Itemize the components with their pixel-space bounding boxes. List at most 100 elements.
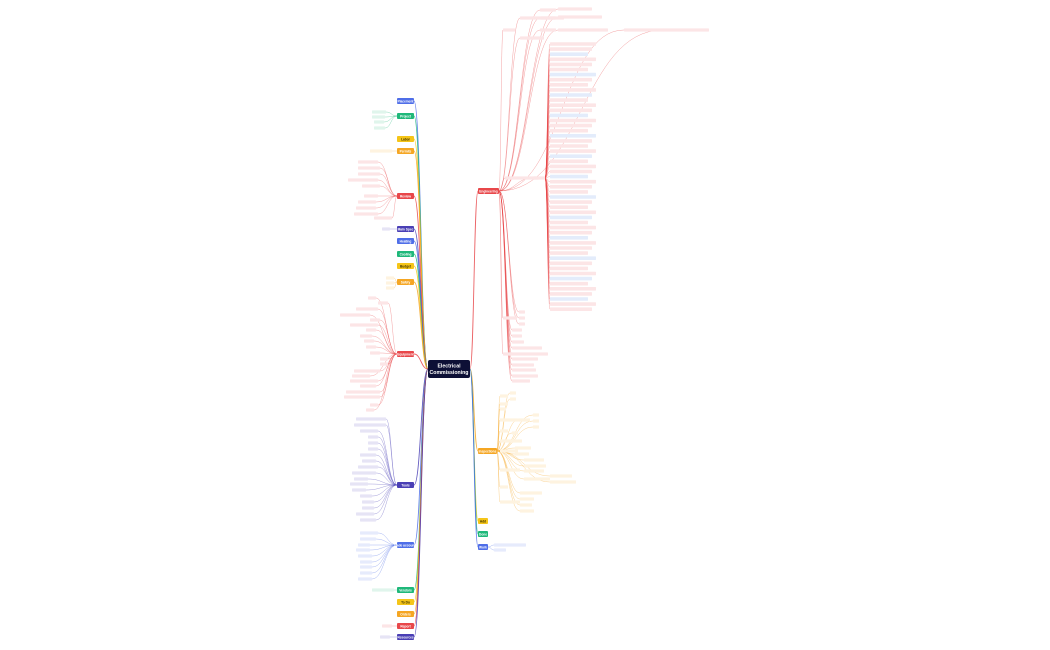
leaf-inspections-11[interactable] — [512, 431, 518, 435]
leaf-tools-15[interactable] — [362, 506, 374, 510]
engineering-item-51[interactable] — [550, 302, 596, 306]
leaf-equipment-13[interactable] — [354, 369, 380, 373]
branch-work[interactable]: Work — [478, 544, 488, 550]
leaf-engineering-23[interactable] — [512, 357, 538, 361]
leaf-inspections-5[interactable] — [500, 418, 518, 422]
leaf-safety-1[interactable] — [386, 281, 394, 285]
leaf-inspections-4[interactable] — [500, 407, 506, 411]
leaf-equipment-5[interactable] — [350, 323, 378, 327]
engineering-item-11[interactable] — [550, 98, 588, 102]
leaf-tools-2[interactable] — [360, 429, 378, 433]
branch-equipment[interactable]: Equipment — [397, 351, 415, 357]
branch-permits[interactable]: Permits — [397, 148, 414, 154]
branch-budget[interactable]: Budget — [397, 263, 414, 269]
leaf-engineering-20[interactable] — [512, 340, 524, 344]
leaf-equipment-2[interactable] — [356, 307, 378, 311]
leaf-vendors-0[interactable] — [372, 588, 394, 592]
leaf-engineering-9[interactable] — [663, 28, 709, 32]
engineering-item-17[interactable] — [550, 128, 588, 133]
branch-tools[interactable]: Tools — [397, 482, 414, 488]
leaf-inspections-9[interactable] — [533, 425, 539, 429]
engineering-item-18[interactable] — [550, 134, 596, 138]
leaf-equipment-1[interactable] — [378, 301, 388, 305]
leaf-equipment-14[interactable] — [352, 374, 370, 378]
engineering-item-48[interactable] — [550, 287, 596, 291]
engineering-item-7[interactable] — [550, 77, 592, 82]
leaf-equipment-12[interactable] — [380, 362, 388, 366]
leaf-permits-0[interactable] — [370, 149, 392, 153]
engineering-item-22[interactable] — [550, 154, 592, 158]
engineering-item-41[interactable] — [550, 251, 588, 255]
engineering-item-5[interactable] — [550, 67, 588, 72]
leaf-inspections-26[interactable] — [520, 497, 534, 501]
leaf-engineering-15[interactable] — [519, 316, 525, 320]
leaf-inspections-7[interactable] — [533, 413, 539, 417]
leaf-review-6[interactable] — [358, 200, 376, 204]
branch-labor[interactable]: Labor — [397, 136, 414, 142]
leaf-inspections-19[interactable] — [524, 469, 544, 473]
engineering-item-52[interactable] — [550, 307, 592, 311]
leaf-equipment-11[interactable] — [380, 357, 388, 361]
leaf-tools-14[interactable] — [362, 500, 374, 504]
leaf-inspections-22[interactable] — [550, 480, 576, 484]
leaf-tools-1[interactable] — [354, 423, 386, 427]
branch-heating[interactable]: Heating — [397, 238, 414, 244]
leaf-engineering-19[interactable] — [512, 334, 522, 338]
leaf-trade-accounts-5[interactable] — [360, 560, 372, 564]
engineering-item-36[interactable] — [550, 225, 596, 230]
leaf-report-0[interactable] — [382, 624, 392, 628]
engineering-item-27[interactable] — [550, 179, 596, 184]
leaf-inspections-2[interactable] — [510, 397, 516, 401]
leaf-inspections-15[interactable] — [515, 452, 529, 456]
engineering-item-44[interactable] — [550, 266, 588, 271]
leaf-trade-accounts-4[interactable] — [358, 554, 372, 558]
leaf-main-spec-0[interactable] — [382, 227, 390, 231]
leaf-engineering-10[interactable] — [520, 36, 544, 40]
leaf-equipment-9[interactable] — [366, 345, 376, 349]
engineering-item-3[interactable] — [550, 57, 596, 62]
engineering-item-38[interactable] — [550, 236, 588, 240]
leaf-inspections-1[interactable] — [510, 391, 516, 395]
leaf-equipment-0[interactable] — [368, 296, 376, 300]
leaf-work-0[interactable] — [494, 543, 526, 547]
leaf-trade-accounts-3[interactable] — [356, 548, 370, 552]
leaf-inspections-0[interactable] — [500, 394, 508, 398]
engineering-item-45[interactable] — [550, 271, 596, 276]
branch-trade-accounts[interactable]: Trade accounts — [394, 542, 418, 548]
leaf-inspections-13[interactable] — [500, 449, 518, 453]
leaf-engineering-13[interactable] — [503, 316, 517, 320]
leaf-project-0[interactable] — [372, 110, 386, 114]
leaf-review-0[interactable] — [358, 160, 378, 164]
engineering-item-21[interactable] — [550, 149, 596, 153]
leaf-equipment-3[interactable] — [340, 313, 370, 317]
engineering-item-47[interactable] — [550, 281, 588, 286]
leaf-engineering-24[interactable] — [512, 363, 534, 367]
leaf-equipment-18[interactable] — [344, 395, 380, 399]
leaf-review-5[interactable] — [364, 194, 378, 198]
leaf-equipment-7[interactable] — [360, 334, 372, 338]
engineering-item-30[interactable] — [550, 195, 596, 199]
leaf-inspections-10[interactable] — [500, 429, 508, 433]
leaf-review-9[interactable] — [374, 216, 392, 220]
leaf-engineering-16[interactable] — [519, 322, 525, 326]
leaf-inspections-20[interactable] — [524, 477, 550, 481]
leaf-inspections-6[interactable] — [518, 418, 530, 422]
leaf-review-4[interactable] — [362, 184, 380, 188]
engineering-item-42[interactable] — [550, 256, 596, 260]
leaf-tools-17[interactable] — [360, 518, 376, 522]
leaf-tools-0[interactable] — [356, 417, 386, 421]
leaf-tools-11[interactable] — [350, 482, 368, 486]
engineering-item-35[interactable] — [550, 220, 588, 225]
leaf-inspections-17[interactable] — [524, 458, 544, 462]
branch-vendors[interactable]: Vendors — [397, 587, 414, 593]
leaf-equipment-15[interactable] — [350, 379, 378, 383]
engineering-item-9[interactable] — [550, 88, 596, 92]
engineering-item-50[interactable] — [550, 297, 588, 301]
engineering-item-19[interactable] — [550, 139, 592, 143]
leaf-review-2[interactable] — [358, 172, 380, 176]
leaf-resources-0[interactable] — [380, 635, 390, 639]
engineering-item-49[interactable] — [550, 292, 592, 296]
engineering-item-10[interactable] — [550, 93, 592, 97]
engineering-item-25[interactable] — [550, 169, 592, 174]
leaf-engineering-7[interactable] — [558, 28, 608, 32]
